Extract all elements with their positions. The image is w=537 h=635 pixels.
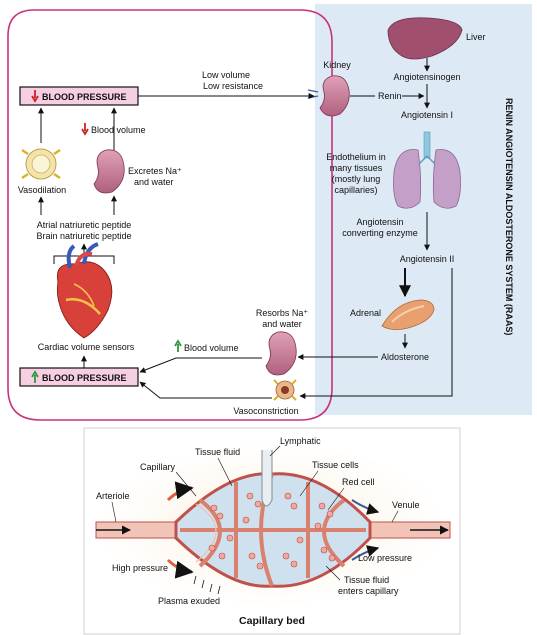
angiotensin2-label: Angiotensin II [400,254,455,264]
pointer-venule [391,510,399,523]
vasodilation-label: Vasodilation [18,185,66,195]
heart-illustration [56,242,113,339]
pointer-lymphatic [269,445,281,457]
kidney-label: Kidney [323,60,351,70]
raas-side-title: RENIN ANGIOTENSIN ALDOSTERONE SYSTEM (RA… [504,98,514,335]
aldosterone-label: Aldosterone [381,352,429,362]
tissue-fluid-enters-line-2: enters capillary [338,586,399,596]
adrenal-cortex-detail [391,305,425,323]
tissue-cells-label: Tissue cells [312,460,359,470]
resorbs-line-2: and water [262,319,302,329]
high-pressure-label: High pressure [112,563,168,573]
liver-illustration [387,17,463,60]
lymphatic-label: Lymphatic [280,436,321,446]
pointer-tissue-cells [299,470,319,497]
bp-low-label: BLOOD PRESSURE [42,92,127,102]
renin-label: Renin [378,91,402,101]
bp-high-label: BLOOD PRESSURE [42,373,127,383]
pointer-red-cell [327,487,345,511]
brain-peptide-label: Brain natriuretic peptide [36,231,131,241]
atrial-peptide-label: Atrial natriuretic peptide [37,220,132,230]
liver-label: Liver [466,32,486,42]
vasodilation-vessel-icon [21,148,61,180]
pointer-capillary [175,471,197,497]
tissue-fluid-enters-line-1: Tissue fluid [344,575,389,585]
vasoconstriction-vessel-icon [273,379,297,401]
venule-label: Venule [392,500,420,510]
feedback-loop-frame [7,9,333,421]
pointer-tissue-fluid-enters [325,565,341,581]
ace-line-2: converting enzyme [342,228,418,238]
endothelium-line-3: (mostly lung [332,174,381,184]
tissue-fluid-label: Tissue fluid [195,447,240,457]
endothelium-line-4: capillaries) [334,185,377,195]
capillary-label: Capillary [140,462,176,472]
ace-line-1: Angiotensin [356,217,403,227]
arrow-angiotensin2-to-vasoconstriction [299,268,453,399]
angiotensin1-label: Angiotensin I [401,110,453,120]
raas-panel [315,4,532,415]
resorbs-line-1: Resorbs Na⁺ [256,308,309,318]
lymphatic-vessel [261,450,273,507]
plasma-exuded-arrows [193,575,221,595]
plasma-exuded-label: Plasma exuded [158,596,220,606]
down-arrow-icon [31,90,39,103]
pointer-arteriole [111,501,117,523]
blood-volume-down-icon [81,123,89,136]
red-cell-label: Red cell [342,477,375,487]
cardiac-sensors-label: Cardiac volume sensors [38,342,135,352]
excretes-line-1: Excretes Na⁺ [128,166,182,176]
low-pressure-label: Low pressure [358,553,412,563]
low-pressure-flow-arrow [351,499,380,515]
resorbing-kidney-illustration [265,331,297,376]
low-pressure-flow-arrow-2 [351,545,380,561]
arteriole-label: Arteriole [96,491,130,501]
angiotensinogen-label: Angiotensinogen [393,72,460,82]
arteriole-vessel [95,521,177,539]
excretes-line-2: and water [134,177,174,187]
endothelium-line-2: many tissues [330,163,383,173]
pointer-tissue-fluid [217,457,233,487]
blood-volume-up-label: Blood volume [184,343,239,353]
vasoconstriction-label: Vasoconstriction [233,406,298,416]
low-resistance-label: Low resistance [203,81,263,91]
low-volume-label: Low volume [202,70,250,80]
venule-vessel [369,521,451,539]
arrow-kidney-to-bp-high [139,357,262,373]
capillary-bed-title: Capillary bed [239,615,305,627]
arrow-vasoconstriction-to-bp-high [139,381,272,399]
kidney-illustration [319,75,350,117]
lungs-illustration [393,131,461,209]
adrenal-label: Adrenal [350,308,381,318]
blood-volume-down-label: Blood volume [91,125,146,135]
excreting-kidney-illustration [93,149,125,194]
high-pressure-flow-arrow-2 [166,558,194,579]
endothelium-line-1: Endothelium in [326,152,386,162]
bp-high-box [19,367,139,387]
blood-volume-up-icon [174,339,182,352]
up-arrow-icon [31,370,39,383]
tissue-cells-cluster [208,492,336,570]
